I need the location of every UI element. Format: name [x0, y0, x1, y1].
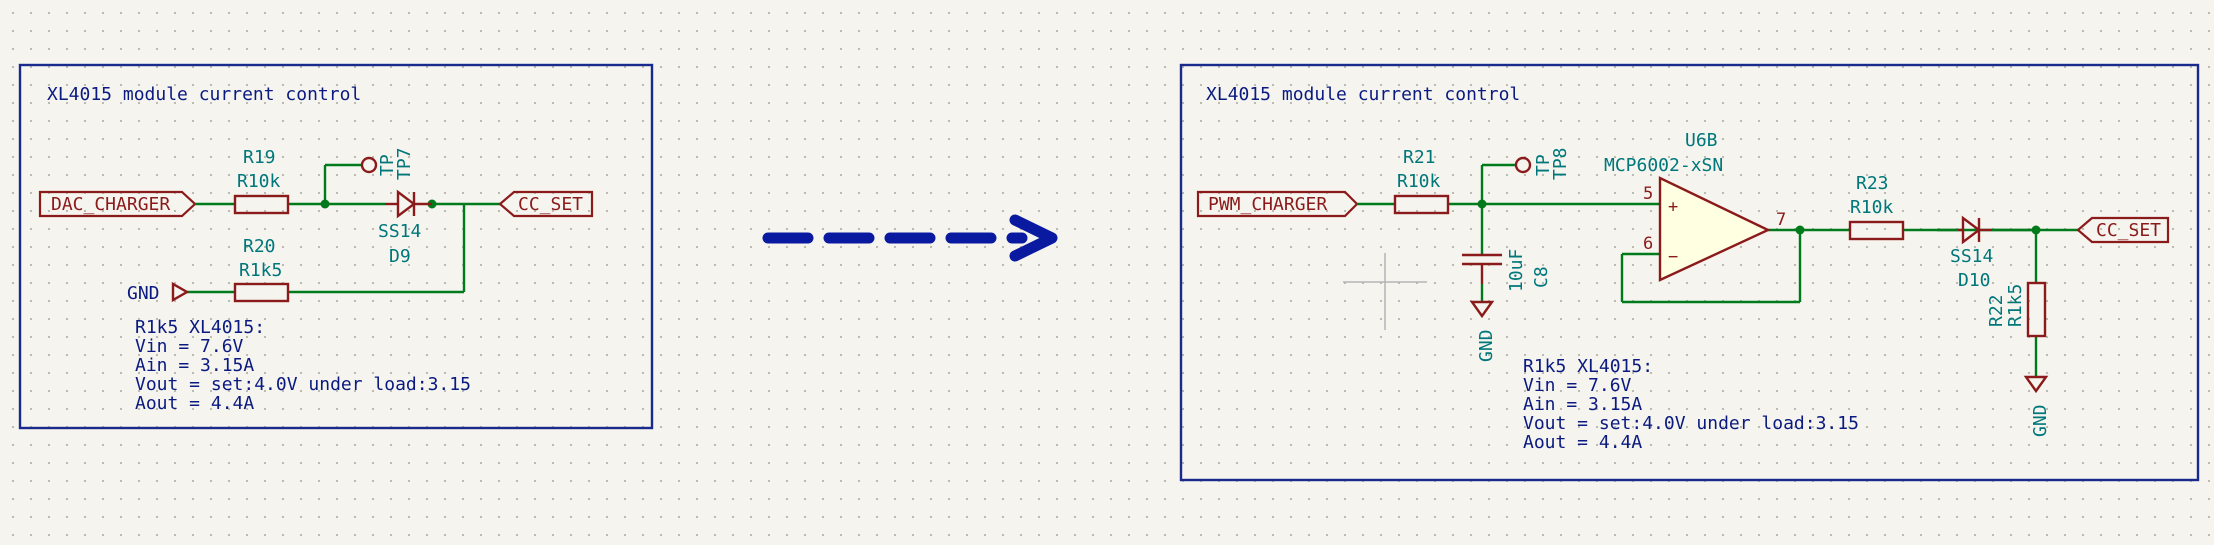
diode-d9[interactable]: SS14 D9 [378, 189, 432, 267]
gnd-symbol-r22[interactable]: GND [2023, 375, 2051, 437]
opamp-pin-minus: 6 [1643, 234, 1653, 254]
junction-dot [1477, 199, 1487, 209]
gnd-symbol-c8[interactable]: GND [1469, 300, 1497, 362]
test-point-tp8[interactable]: TP TP8 [1514, 147, 1571, 180]
r20-value: R1k5 [239, 260, 282, 281]
r23-ref: R23 [1856, 173, 1889, 194]
r19-value: R10k [237, 171, 281, 192]
r22-value: R1k5 [2005, 284, 2026, 327]
left-wires [187, 163, 500, 294]
junction-dot [1795, 225, 1805, 235]
capacitor-c8[interactable]: 10uF C8 [1462, 249, 1552, 292]
diode-d10[interactable]: SS14 D10 [1950, 215, 2036, 291]
resistor-r20[interactable]: R20 R1k5 [233, 236, 290, 303]
left-sheet: XL4015 module current control DAC_CHARGE… [18, 63, 654, 430]
resistor-r21[interactable]: R21 R10k [1393, 147, 1450, 215]
d9-value: SS14 [378, 221, 421, 242]
right-note-line: Vout = set:4.0V under load:3.15 [1523, 413, 1859, 434]
d10-value: SS14 [1950, 246, 1993, 267]
left-note-line: Vin = 7.6V [135, 336, 244, 357]
opamp-plus-sign: + [1668, 197, 1678, 217]
right-notes: R1k5 XL4015: Vin = 7.6V Ain = 3.15A Vout… [1523, 356, 1859, 453]
crosshair-cursor-icon [1343, 253, 1427, 330]
left-note-line: Vout = set:4.0V under load:3.15 [135, 374, 471, 395]
dac-charger-label[interactable]: DAC_CHARGER [38, 190, 197, 218]
left-note-line: Ain = 3.15A [135, 355, 254, 376]
r20-ref: R20 [243, 236, 276, 257]
d10-ref: D10 [1958, 270, 1991, 291]
c8-value: 10uF [1506, 249, 1527, 292]
tp7-ref: TP7 [394, 147, 415, 180]
left-sheet-frame[interactable] [18, 63, 654, 430]
r23-value: R10k [1850, 197, 1894, 218]
r22-ref: R22 [1986, 294, 2007, 327]
left-note-line: R1k5 XL4015: [135, 317, 265, 338]
c8-ref: C8 [1531, 266, 1552, 288]
right-note-line: Vin = 7.6V [1523, 375, 1632, 396]
left-note-line: Aout = 4.4A [135, 393, 254, 414]
cc-set-label-right[interactable]: CC_SET [2076, 216, 2170, 244]
resistor-r23[interactable]: R23 R10k [1848, 173, 1905, 241]
opamp-u6b[interactable]: + − 5 6 7 U6B MCP6002-xSN [1604, 130, 1786, 282]
u6b-value: MCP6002-xSN [1604, 155, 1723, 176]
right-note-line: Aout = 4.4A [1523, 432, 1642, 453]
junction-dot [320, 199, 330, 209]
right-sheet-title: XL4015 module current control [1206, 84, 1520, 105]
gnd-symbol-left[interactable]: GND [127, 281, 190, 304]
resistor-r19[interactable]: R19 R10k [233, 147, 290, 215]
gnd-text-r22: GND [2030, 404, 2051, 437]
r21-value: R10k [1397, 171, 1441, 192]
d9-ref: D9 [389, 246, 411, 267]
left-sheet-title: XL4015 module current control [47, 84, 361, 105]
opamp-minus-sign: − [1668, 247, 1678, 267]
right-sheet: XL4015 module current control PWM_CHARGE… [1179, 63, 2200, 482]
tp8-ref: TP8 [1550, 147, 1571, 180]
opamp-pin-out: 7 [1776, 210, 1786, 230]
test-point-tp7[interactable]: TP TP7 [360, 147, 415, 180]
tp7-value: TP [377, 154, 398, 176]
right-note-line: R1k5 XL4015: [1523, 356, 1653, 377]
r19-ref: R19 [243, 147, 276, 168]
right-sheet-frame[interactable] [1179, 63, 2200, 482]
r21-ref: R21 [1403, 147, 1436, 168]
tp8-value: TP [1533, 154, 1554, 176]
u6b-ref: U6B [1685, 130, 1718, 151]
left-notes: R1k5 XL4015: Vin = 7.6V Ain = 3.15A Vout… [135, 317, 471, 414]
right-note-line: Ain = 3.15A [1523, 394, 1642, 415]
pwm-charger-label[interactable]: PWM_CHARGER [1196, 190, 1359, 218]
dac-charger-text: DAC_CHARGER [51, 194, 170, 215]
cc-set-text-right: CC_SET [2096, 220, 2161, 241]
resistor-r22[interactable]: R22 R1k5 [1986, 281, 2047, 338]
cc-set-label-left[interactable]: CC_SET [498, 190, 594, 218]
cc-set-text-left: CC_SET [518, 194, 583, 215]
transition-arrow [762, 214, 1058, 262]
gnd-text-left: GND [127, 283, 160, 304]
pwm-charger-text: PWM_CHARGER [1208, 194, 1327, 215]
opamp-pin-plus: 5 [1643, 184, 1653, 204]
gnd-text-c8: GND [1476, 329, 1497, 362]
